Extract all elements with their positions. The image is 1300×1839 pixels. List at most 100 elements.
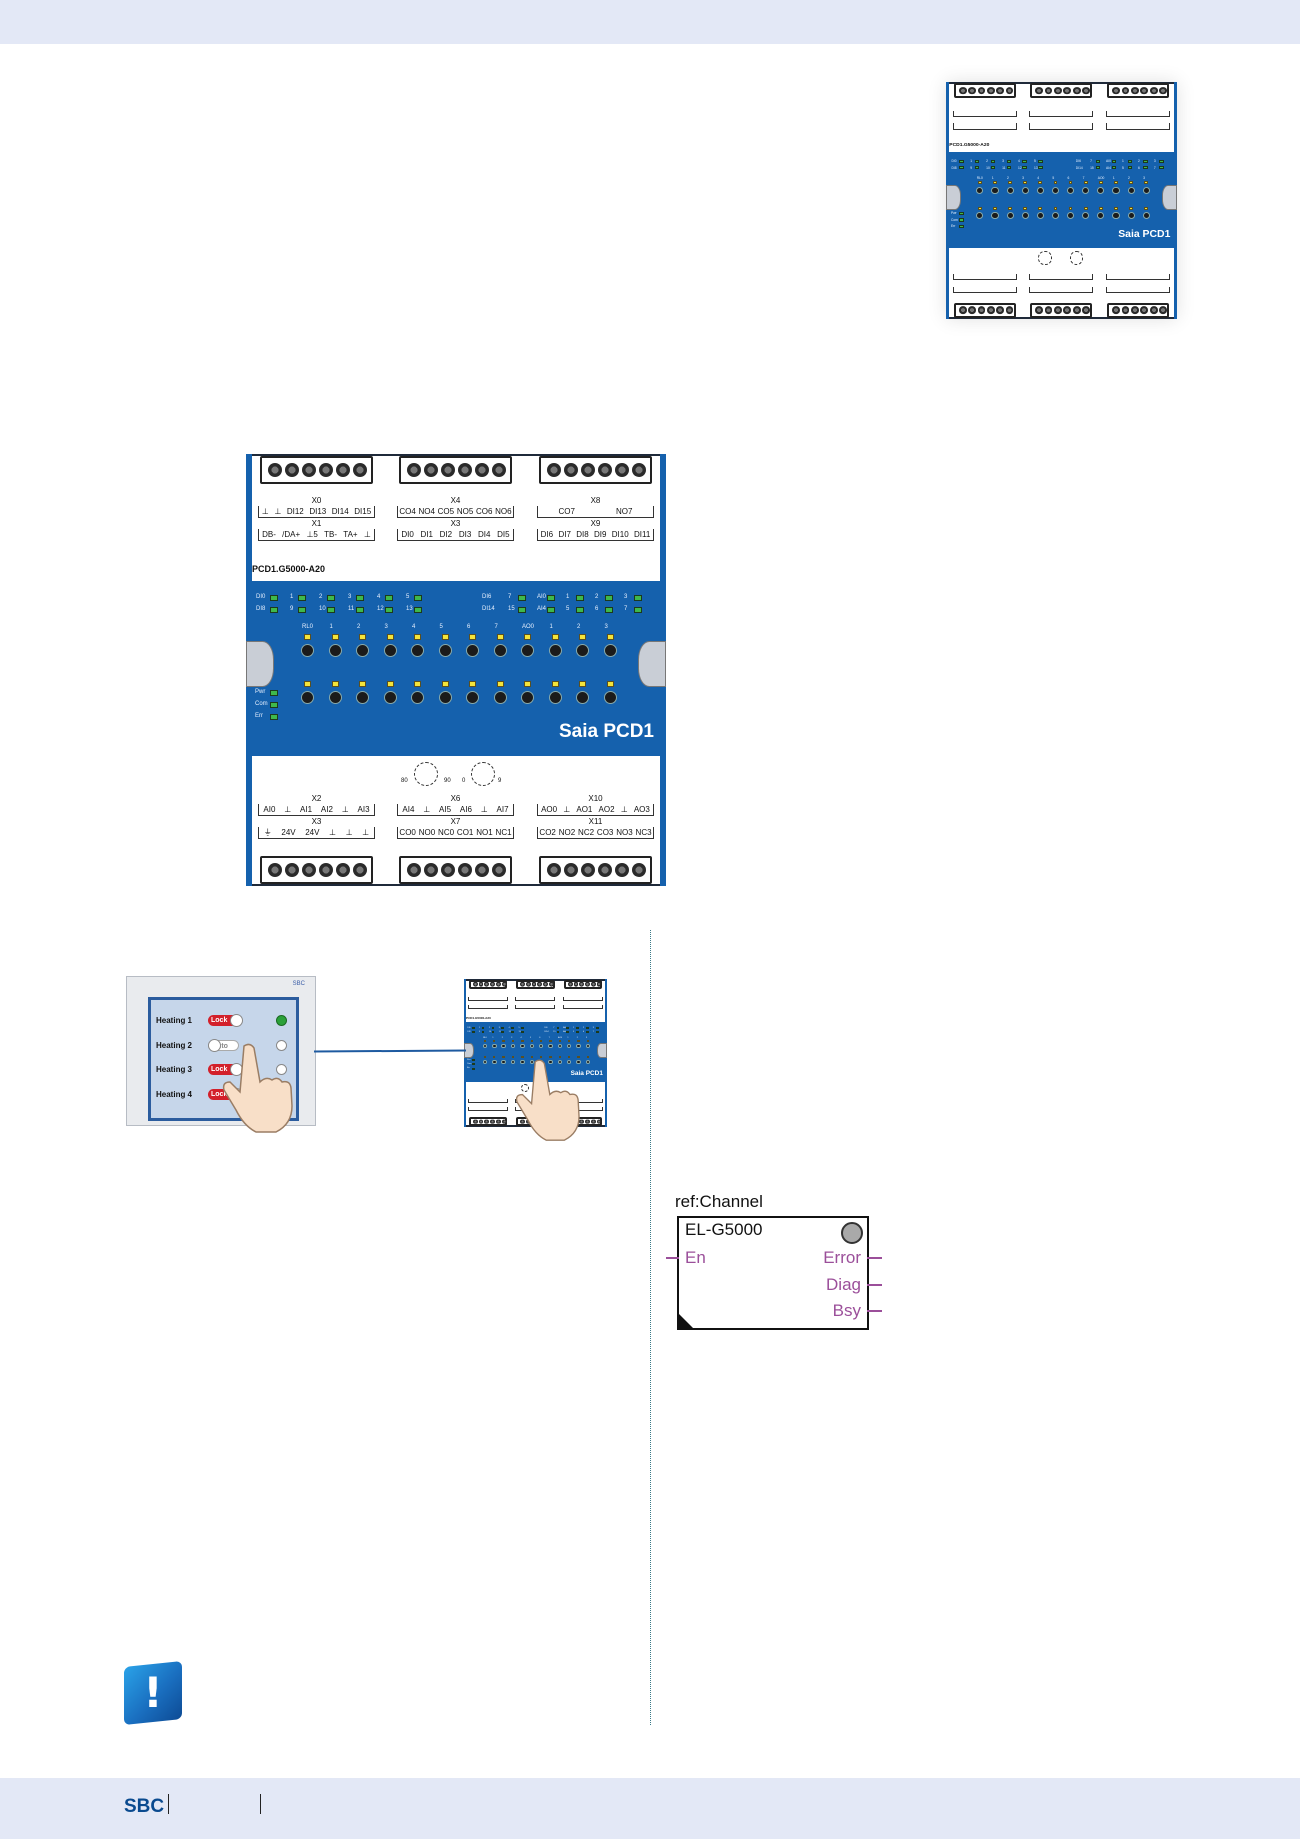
output-led — [549, 1056, 552, 1059]
led-label: 7 — [553, 1026, 555, 1029]
status-led-label: Err — [950, 224, 956, 229]
screw-icon — [492, 463, 506, 477]
relay-led — [386, 634, 394, 640]
led-label: DI14 — [482, 606, 495, 612]
pin-label: AI4 — [402, 805, 415, 814]
status-led — [1127, 159, 1132, 163]
screw-icon — [490, 1119, 495, 1124]
output-contact — [585, 1059, 591, 1065]
screw-icon — [590, 982, 596, 987]
screw-icon — [1054, 306, 1062, 315]
pin-label: ⏚ — [263, 828, 272, 837]
relay-led — [577, 1040, 580, 1043]
connector-name: X6 — [450, 794, 461, 803]
rotary-switch-icon — [1069, 251, 1083, 265]
relay-label: 3 — [511, 1036, 513, 1039]
screw-icon — [424, 463, 438, 477]
connector-name: X1 — [311, 519, 322, 528]
panel-logo: SBC — [292, 981, 305, 987]
output-contact — [1067, 212, 1075, 220]
led-label: 10 — [319, 606, 326, 612]
connector-pins — [1106, 110, 1171, 118]
pin-label: NO3 — [616, 828, 633, 837]
led-label: AI4 — [537, 606, 547, 612]
pin-label: ⊥ — [480, 805, 488, 814]
mode-toggle[interactable]: Lock — [208, 1088, 239, 1100]
output-led — [1144, 206, 1149, 211]
side-grip — [1161, 184, 1177, 211]
relay-led — [502, 1040, 505, 1043]
status-led — [634, 607, 642, 613]
output-contact — [1112, 212, 1120, 220]
relay-led — [441, 634, 449, 640]
pin-label: DI2 — [439, 530, 453, 539]
led-label: 6 — [582, 1030, 584, 1033]
status-led — [518, 595, 526, 601]
screw-icon — [1159, 86, 1167, 95]
output-contact — [493, 691, 507, 704]
relay-contact — [482, 1043, 488, 1049]
connector-name: X7 — [450, 817, 461, 826]
pin-label: NC3 — [635, 828, 652, 837]
led-label: DI6 — [544, 1026, 548, 1029]
output-led — [483, 1056, 487, 1059]
pin-label: DI10 — [611, 530, 629, 539]
relay-label: AO0 — [557, 1036, 563, 1039]
mode-toggle[interactable]: Lock — [208, 1064, 239, 1075]
connector-name: X11 — [588, 817, 603, 826]
output-contact — [328, 691, 342, 704]
status-led — [596, 1031, 599, 1034]
pin-label: AO2 — [598, 805, 615, 814]
status-led — [959, 166, 964, 170]
pin-label: DI12 — [286, 507, 304, 516]
status-led — [511, 1027, 515, 1030]
led-label: AI0 — [1106, 159, 1111, 163]
status-led — [556, 1031, 560, 1034]
output-led — [493, 1056, 496, 1059]
pin-label: NO2 — [558, 828, 576, 837]
screw-icon — [490, 982, 495, 987]
led-label: 13 — [406, 606, 413, 612]
status-led — [586, 1027, 589, 1030]
status-led — [501, 1027, 505, 1030]
panel-row: Heating 2Auto — [156, 1038, 296, 1053]
connector-name: X10 — [588, 794, 603, 803]
output-contact — [1021, 212, 1029, 220]
relay-contact — [1112, 186, 1120, 194]
relay-label: RL0 — [483, 1036, 487, 1039]
screw-icon — [1072, 306, 1081, 315]
pin-label: AO3 — [633, 805, 650, 814]
mode-toggle[interactable]: Lock — [208, 1015, 239, 1026]
pin-label: ⊥ — [620, 805, 628, 814]
screw-icon — [581, 863, 595, 877]
pin-label: ⊥ — [423, 805, 431, 814]
output-contact — [603, 691, 617, 704]
relay-contact — [328, 644, 342, 657]
relay-led — [414, 634, 421, 640]
screw-icon — [958, 86, 967, 95]
device-model-label: PCD1.G5000-A20 — [949, 142, 990, 148]
pin-label: AI5 — [439, 805, 452, 814]
screw-icon — [268, 863, 282, 877]
screw-icon — [598, 863, 612, 877]
led-label: 4 — [508, 1026, 510, 1029]
connector-pins — [468, 1106, 508, 1111]
connection-line — [313, 1049, 467, 1053]
status-led — [414, 607, 422, 613]
screw-icon — [590, 1119, 596, 1124]
led-label: 2 — [582, 1026, 584, 1029]
screw-icon — [537, 982, 543, 987]
terminal-strip — [1107, 83, 1170, 99]
relay-label: RL0 — [976, 175, 983, 180]
led-label: 1 — [1122, 159, 1124, 163]
output-led — [577, 1056, 580, 1059]
screw-icon — [632, 463, 646, 477]
relay-label: RL0 — [302, 624, 314, 630]
pin-line — [666, 1257, 679, 1259]
output-contact — [548, 1059, 553, 1065]
screw-icon — [977, 86, 986, 95]
screw-icon — [441, 863, 455, 877]
status-led — [974, 166, 979, 170]
pin-label: DI6 — [540, 530, 554, 539]
